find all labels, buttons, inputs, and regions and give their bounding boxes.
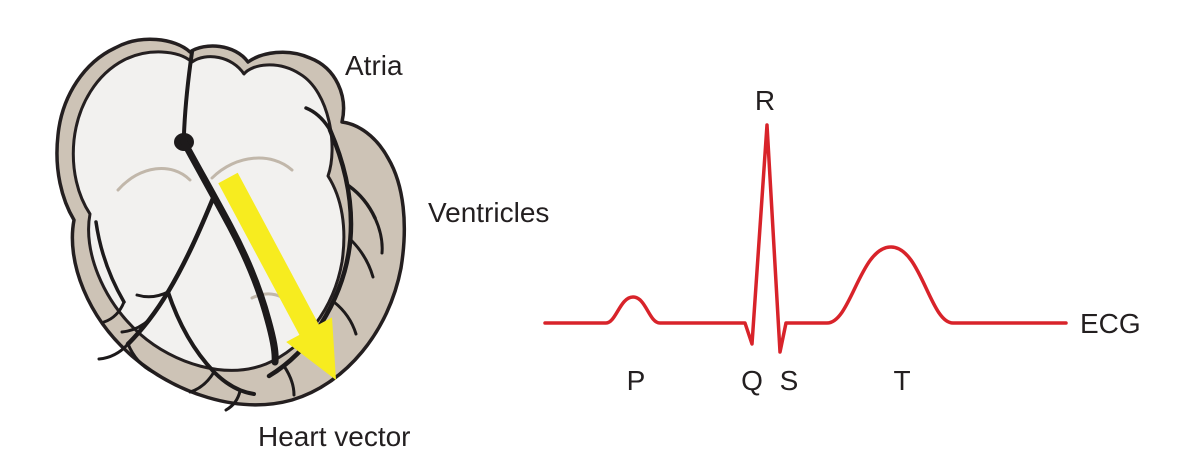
left-twig-3 <box>97 342 130 361</box>
left-wall-branch <box>94 220 126 304</box>
valve-arc-right <box>210 156 294 180</box>
r-wave-label: R <box>755 85 775 116</box>
ventricles-label: Ventricles <box>428 197 549 228</box>
heart-vector-label: Heart vector <box>258 421 411 452</box>
right-twig-1 <box>347 184 377 220</box>
q-wave-label: Q <box>741 365 763 396</box>
s-wave-label: S <box>780 365 799 396</box>
bottom-twig-2 <box>224 389 242 412</box>
p-wave-label: P <box>627 365 646 396</box>
left-twig-4 <box>126 342 155 374</box>
ecg-trace <box>543 123 1068 354</box>
septum-trunk <box>180 138 279 366</box>
heart-illustration <box>55 37 407 412</box>
ecg-trace-label: ECG <box>1080 308 1141 339</box>
bottom-twig-1 <box>188 370 216 394</box>
ecg-waveform <box>543 123 1068 354</box>
heart-vector-arrow <box>218 172 336 380</box>
left-twig-1 <box>135 290 170 299</box>
right-twig-4 <box>332 300 358 336</box>
right-twig-6 <box>282 364 296 397</box>
right-twig-2 <box>373 216 384 255</box>
interatrial-septum-line <box>182 50 194 136</box>
left-twig-2 <box>120 318 151 334</box>
valve-arc-left <box>116 167 192 192</box>
atria-label: Atria <box>345 50 403 81</box>
t-wave-label: T <box>893 365 910 396</box>
right-twig-3 <box>349 238 375 279</box>
left-wall-twig <box>102 300 126 324</box>
right-twig-top <box>304 106 332 132</box>
